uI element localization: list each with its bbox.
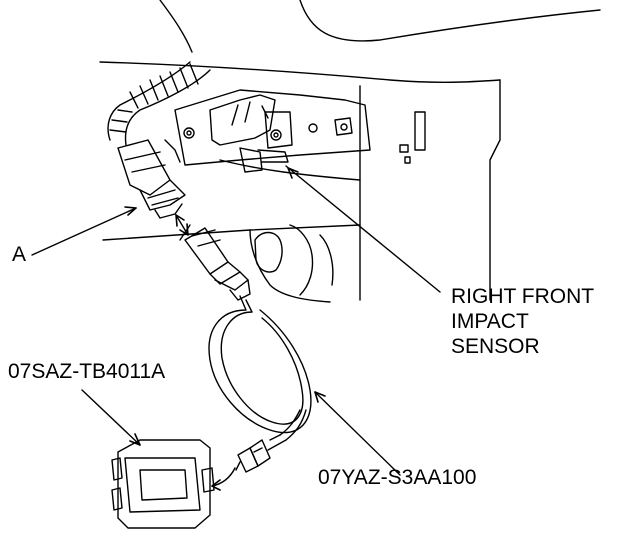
vehicle-body-outline xyxy=(99,0,601,303)
sensor-label-line2: IMPACT xyxy=(451,310,529,333)
simulator-tool-label: 07SAZ-TB4011A xyxy=(8,360,166,383)
sensor-label-line3: SENSOR xyxy=(451,335,540,358)
test-harness-cable xyxy=(208,295,312,441)
test-harness-connector xyxy=(184,227,251,301)
leader-lines xyxy=(31,165,441,476)
harness-corrugated-tube xyxy=(107,61,211,146)
harness-end-connector xyxy=(237,434,287,473)
harness-connector xyxy=(117,139,186,219)
panel-recess xyxy=(254,224,334,296)
callout-a-label: A xyxy=(12,243,27,266)
simulator-arrow xyxy=(211,461,241,491)
impact-sensor xyxy=(209,94,293,173)
harness-tool-label: 07YAZ-S3AA100 xyxy=(318,466,477,489)
impact-sensor-bracket xyxy=(174,89,371,166)
srs-simulator-box xyxy=(111,439,215,529)
connection-arrow xyxy=(175,214,189,236)
sensor-label-line1: RIGHT FRONT xyxy=(451,285,595,308)
